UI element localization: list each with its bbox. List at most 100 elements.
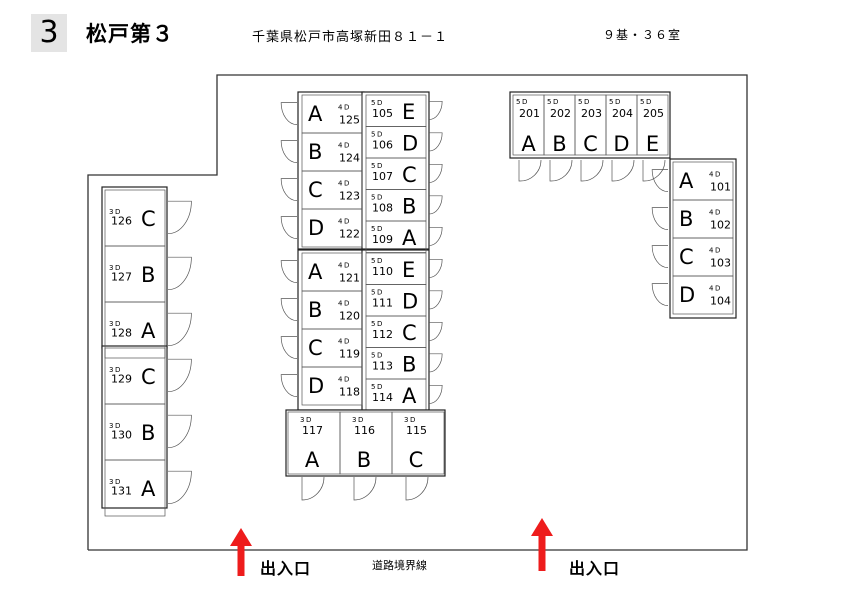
unit-letter: A [679,169,694,193]
unit-letter: D [679,283,695,307]
unit-number: 129 [111,373,132,386]
unit-type: 4D [338,299,351,307]
unit-type: 5D [578,98,591,106]
unit-letter: D [308,216,324,240]
unit-letter: D [308,374,324,398]
unit-letter: B [141,421,155,445]
unit-number: 130 [111,429,132,442]
unit-type: 4D [338,179,351,187]
unit-number: 121 [339,272,360,285]
unit-type: 3D [109,478,122,486]
unit-letter: A [402,226,417,250]
door-swing [167,312,192,347]
entrance-label-right: 出入口 [569,559,620,578]
unit-type: 5D [371,225,384,233]
unit-number: 128 [111,327,132,340]
unit-letter: B [308,298,322,322]
unit-number: 104 [710,295,731,308]
unit-type: 5D [371,99,384,107]
door-swing [428,353,443,373]
door-swing [280,178,298,201]
door-swing [280,298,298,321]
unit-letter: A [141,477,156,501]
door-swing [167,200,192,235]
door-swing [301,476,325,501]
site-number-badge: 3 [31,14,67,52]
unit-type: 5D [371,320,384,328]
unit-type: 4D [338,103,351,111]
door-swing [405,476,429,501]
unit-cell [301,366,363,406]
door-swing [549,159,573,182]
door-swing [651,207,669,230]
site-address: 千葉県松戸市高塚新田８１－１ [252,30,449,45]
unit-letter: E [646,132,659,156]
unit-number: 120 [339,310,360,323]
storage-block [101,186,168,349]
unit-number: 123 [339,190,360,203]
unit-number: 105 [372,107,393,120]
unit-number: 109 [372,233,393,246]
entrance-arrow-right [531,518,553,571]
unit-type: 5D [371,162,384,170]
unit-type: 3D [404,416,417,424]
unit-number: 110 [372,265,393,278]
unit-number: 119 [339,348,360,361]
unit-number: 114 [372,391,393,404]
unit-type: 5D [547,98,560,106]
unit-letter: B [141,263,155,287]
unit-letter: C [141,207,156,231]
unit-number: 107 [372,170,393,183]
unit-type: 5D [371,289,384,297]
door-swing [651,283,669,306]
unit-type: 5D [371,257,384,265]
unit-number: 125 [339,114,360,127]
unit-number: 202 [550,107,571,120]
unit-type: 5D [371,383,384,391]
unit-letter: D [402,131,418,155]
door-swing [580,159,604,182]
unit-type: 4D [709,246,722,254]
unit-number: 131 [111,485,132,498]
unit-number: 115 [406,424,427,437]
unit-letter: E [402,100,415,124]
unit-letter: A [521,132,536,156]
entrance-arrow-left [230,528,252,576]
unit-type: 3D [109,422,122,430]
door-swing [280,102,298,125]
unit-number: 201 [519,107,540,120]
unit-type: 5D [609,98,622,106]
unit-letter: B [308,140,322,164]
unit-letter: D [402,289,418,313]
unit-type: 3D [109,208,122,216]
unit-cell [672,275,734,315]
lot-boundary [87,74,748,551]
unit-letter: C [583,132,598,156]
storage-block [285,409,446,477]
unit-type: 3D [109,366,122,374]
unit-letter: B [357,448,371,472]
unit-letter: C [308,178,323,202]
unit-number: 126 [111,215,132,228]
unit-type: 5D [371,352,384,360]
door-swing [611,159,635,182]
storage-block [509,91,671,159]
site-title: 松戸第３ [86,22,174,46]
unit-cell [104,459,166,517]
entrance-label-left: 出入口 [260,559,311,578]
